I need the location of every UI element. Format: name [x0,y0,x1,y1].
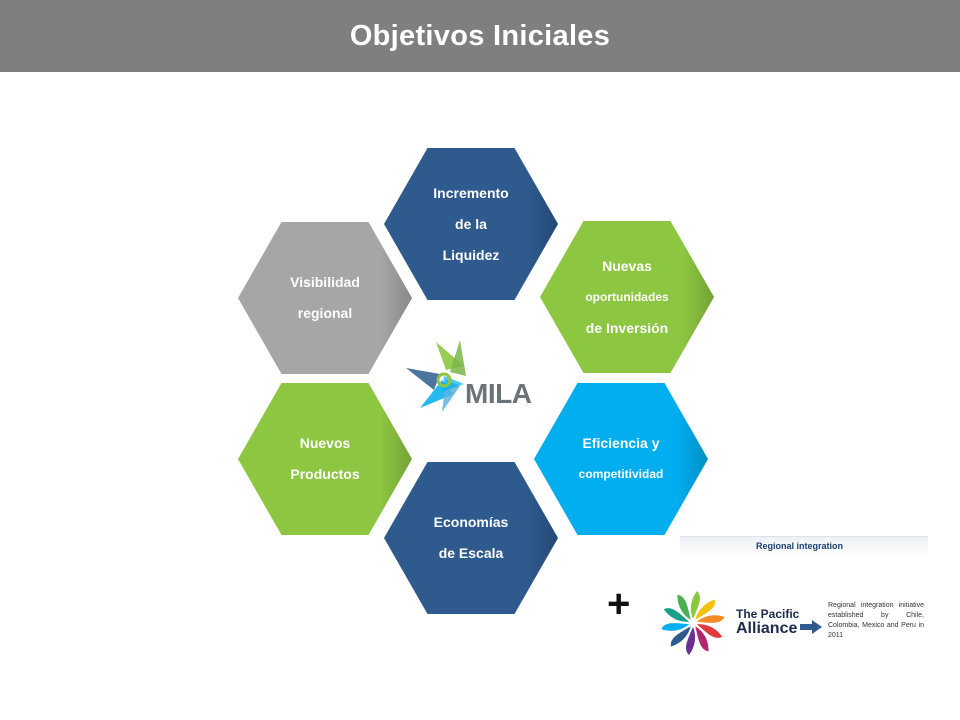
regional-heading: Regional integration [756,541,844,551]
hexagon-text: Visibilidad [290,274,360,290]
regional-header-strip [680,536,928,559]
hexagon-visibilidad-regional: Visibilidad regional [238,222,412,374]
hexagon-economias-escala: Economías de Escala [384,462,558,614]
mila-star-icon [406,340,466,412]
hexagon-text: de Escala [438,545,504,561]
title-bar: Objetivos Iniciales [0,0,960,72]
hexagon-incremento-liquidez: Incremento de la Liquidez [384,148,558,300]
arrow-right-icon [800,620,822,634]
pacific-alliance-description: Regional integration initiative establis… [828,602,924,639]
plus-sign: + [607,582,631,626]
hexagon-nuevas-oportunidades: Nuevas oportunidades de Inversión [540,221,714,373]
hexagon-text: de Inversión [585,319,669,336]
hexagon-text: competitividad [578,467,664,481]
pacific-alliance-name-line1: The Pacific [736,607,800,621]
hexagon-text: Nuevas [602,257,652,274]
hexagon-text: Nuevos [299,435,351,451]
pacific-alliance-name-line2: Alliance [736,620,798,637]
hexagon-text: Liquidez [442,246,500,263]
page-title: Objetivos Iniciales [349,19,611,52]
mila-logo-text: MILA [465,378,532,409]
hexagon-text: Economías [433,514,509,530]
pacific-alliance-pinwheel-icon [661,591,725,655]
hexagon-text: Eficiencia y [582,435,660,451]
pacific-alliance-name: The Pacific Alliance [736,608,799,637]
hexagon-nuevos-productos: Nuevos Productos [238,383,412,535]
hexagon-text: regional [297,305,353,321]
hexagon-text: oportunidades [585,289,669,304]
hexagon-text: Productos [290,466,360,482]
hexagon-text: de la [455,215,487,232]
hexagon-eficiencia-competitividad: Eficiencia y competitividad [534,383,708,535]
hexagon-text: Incremento [433,184,509,201]
